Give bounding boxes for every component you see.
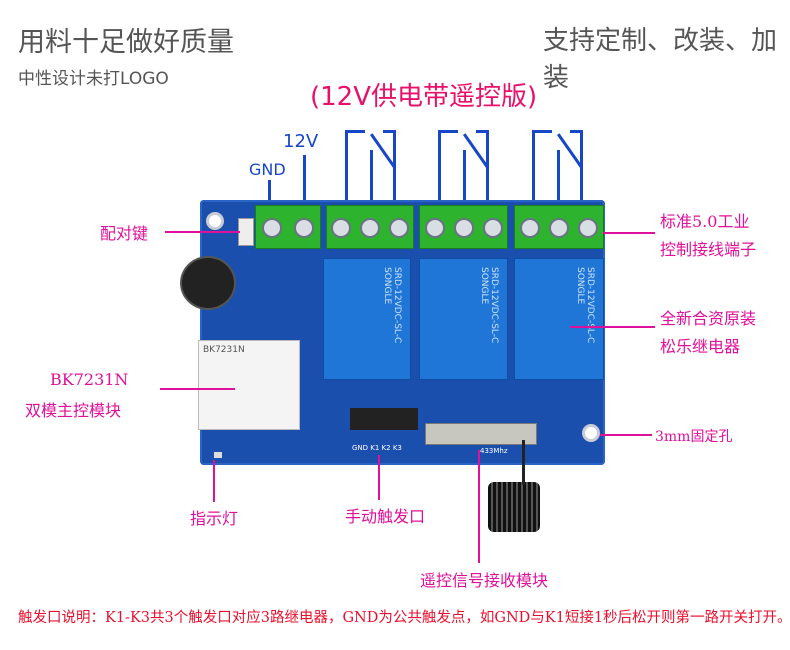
12v-label: 12V [283, 131, 319, 152]
capacitor [180, 256, 236, 310]
switch-line [345, 130, 348, 210]
relay-2: SRD-12VDC-SL-C SONGLE [419, 258, 508, 380]
callout-module-1: BK7231N [50, 370, 129, 389]
switch-line [532, 130, 552, 133]
antenna-wire [522, 440, 525, 485]
switch-line [557, 150, 560, 210]
switch-line [438, 130, 458, 133]
switch-line [580, 130, 583, 210]
right-title: 支持定制、改装、加装 [543, 26, 778, 93]
indicator-led [214, 452, 222, 458]
switch-line [438, 130, 441, 210]
switch-line [345, 130, 365, 133]
left-title: 用料十足做好质量 [18, 27, 234, 58]
switch-line [476, 130, 489, 133]
footer-note: 触发口说明：K1-K3共3个触发口对应3路继电器，GND为公共触发点，如GND与… [18, 610, 790, 626]
terminal-block-2 [419, 205, 508, 249]
callout-indicator: 指示灯 [190, 509, 239, 528]
callout-terminal-2: 控制接线端子 [660, 240, 757, 259]
terminal-block-power [255, 205, 321, 249]
rf-receiver [425, 423, 537, 445]
callout-module-2: 双模主控模块 [25, 401, 122, 420]
header-pins [350, 408, 418, 430]
terminal-block-1 [326, 205, 414, 249]
callout-remote-receiver: 遥控信号接收模块 [420, 571, 549, 590]
callout-pair-key: 配对键 [100, 224, 149, 243]
callout-manual-trigger: 手动触发口 [345, 507, 426, 526]
switch-line [557, 133, 583, 168]
switch-line [486, 130, 489, 210]
callout-relay-2: 松乐继电器 [660, 337, 741, 356]
header-pin-labels: GND K1 K2 K3 [352, 444, 402, 452]
gnd-label: GND [249, 160, 286, 179]
switch-line [393, 130, 396, 210]
gnd-wire [268, 180, 271, 210]
mount-hole [206, 212, 224, 230]
callout-terminal-1: 标准5.0工业 [660, 212, 750, 231]
12v-wire [303, 155, 306, 210]
switch-line [463, 150, 466, 210]
relay-1: SRD-12VDC-SL-C SONGLE [323, 258, 411, 380]
switch-line [532, 130, 535, 210]
center-title: (12V供电带遥控版) [310, 82, 538, 112]
wifi-module: BK7231N [198, 340, 300, 430]
switch-line [570, 130, 583, 133]
pair-button [238, 218, 254, 246]
freq-label: 433Mhz [480, 447, 508, 455]
callout-relay-1: 全新合资原装 [660, 309, 757, 328]
switch-line [370, 150, 373, 210]
switch-line [370, 133, 396, 168]
callout-hole: 3mm固定孔 [655, 429, 733, 445]
terminal-block-3 [514, 205, 604, 249]
mount-hole [582, 424, 600, 442]
relay-3: SRD-12VDC-SL-C SONGLE [514, 258, 604, 380]
antenna-coil [488, 482, 540, 532]
switch-line [463, 133, 489, 168]
switch-line [383, 130, 396, 133]
left-subtitle: 中性设计未打LOGO [18, 69, 169, 89]
